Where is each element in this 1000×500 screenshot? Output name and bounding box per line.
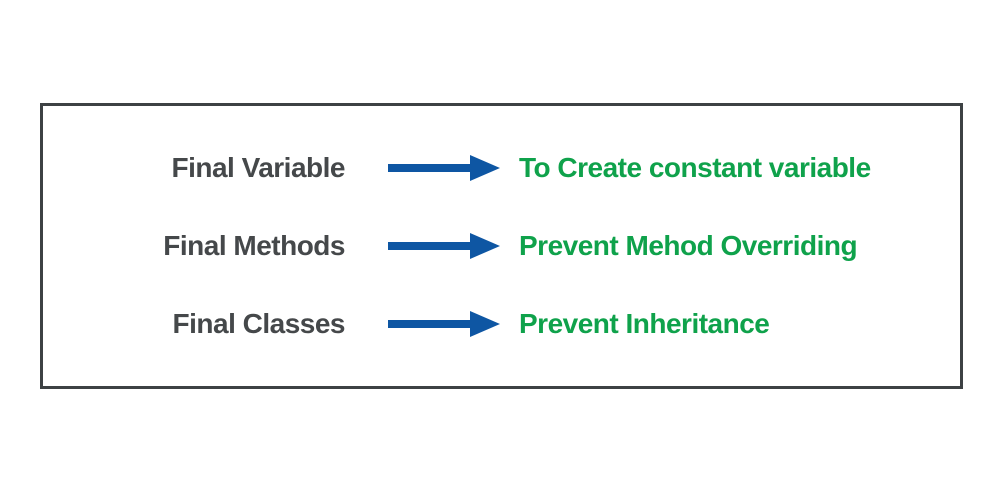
mapping-row-final-variable: Final Variable To Create constant variab… [43, 148, 960, 188]
mapping-row-final-classes: Final Classes Prevent Inheritance [43, 304, 960, 344]
right-arrow-icon [388, 155, 500, 181]
purpose-label: Prevent Inheritance [519, 308, 770, 339]
mapping-row-final-methods: Final Methods Prevent Mehod Overriding [43, 226, 960, 266]
keyword-label: Final Classes [172, 308, 346, 339]
purpose-label: To Create constant variable [519, 152, 871, 183]
keyword-label: Final Variable [171, 152, 345, 183]
right-arrow-icon [388, 233, 500, 259]
purpose-label: Prevent Mehod Overriding [519, 230, 858, 261]
diagram-box: Final Variable To Create constant variab… [40, 103, 963, 389]
right-arrow-icon [388, 311, 500, 337]
keyword-label: Final Methods [163, 230, 345, 261]
